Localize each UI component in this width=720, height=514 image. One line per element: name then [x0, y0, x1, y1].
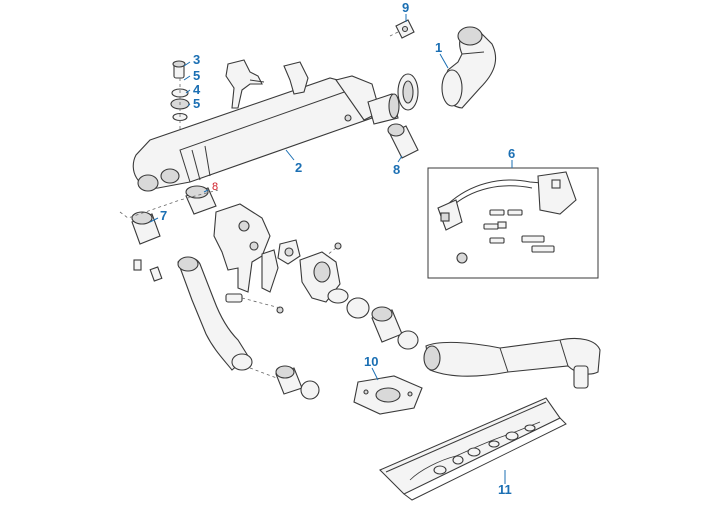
intake-pipe[interactable] — [423, 337, 601, 389]
flange-gasket[interactable] — [353, 375, 423, 415]
callout-11: 11 — [498, 482, 512, 497]
harness-box[interactable] — [427, 167, 599, 279]
callout-4: 4 — [193, 82, 201, 97]
callout-9: 9 — [402, 0, 409, 15]
loose-bolts[interactable] — [133, 259, 284, 314]
throttle-housing[interactable] — [299, 242, 367, 311]
callout-1: 1 — [435, 40, 442, 55]
cooler-body[interactable] — [132, 75, 381, 192]
lower-sleeve-clamp[interactable] — [275, 365, 320, 400]
callout-3: 3 — [193, 52, 200, 67]
gasket-kit[interactable] — [379, 397, 567, 501]
mid-clamps[interactable] — [346, 297, 419, 350]
sleeve-left[interactable] — [131, 211, 161, 245]
callout-5b: 5 — [193, 96, 200, 111]
end-hose[interactable] — [367, 93, 400, 125]
leader-lines — [149, 14, 513, 484]
callout-2: 2 — [295, 160, 302, 175]
mounting-bracket[interactable] — [225, 59, 309, 109]
fastener-stack[interactable] — [170, 60, 190, 130]
sleeve-lower[interactable] — [185, 185, 217, 215]
callout-6: 6 — [508, 146, 515, 161]
callout-7: 7 — [160, 208, 167, 223]
callout-10: 10 — [364, 354, 378, 369]
sleeve-upper[interactable] — [387, 123, 419, 159]
small-gasket[interactable] — [389, 19, 415, 39]
callout-8b: 8 — [212, 181, 218, 193]
egr-bracket[interactable] — [213, 203, 301, 293]
callout-8a: 8 — [393, 162, 400, 177]
down-pipe[interactable] — [177, 256, 253, 371]
elbow-pipe[interactable] — [397, 26, 497, 111]
callout-5a: 5 — [193, 68, 200, 83]
